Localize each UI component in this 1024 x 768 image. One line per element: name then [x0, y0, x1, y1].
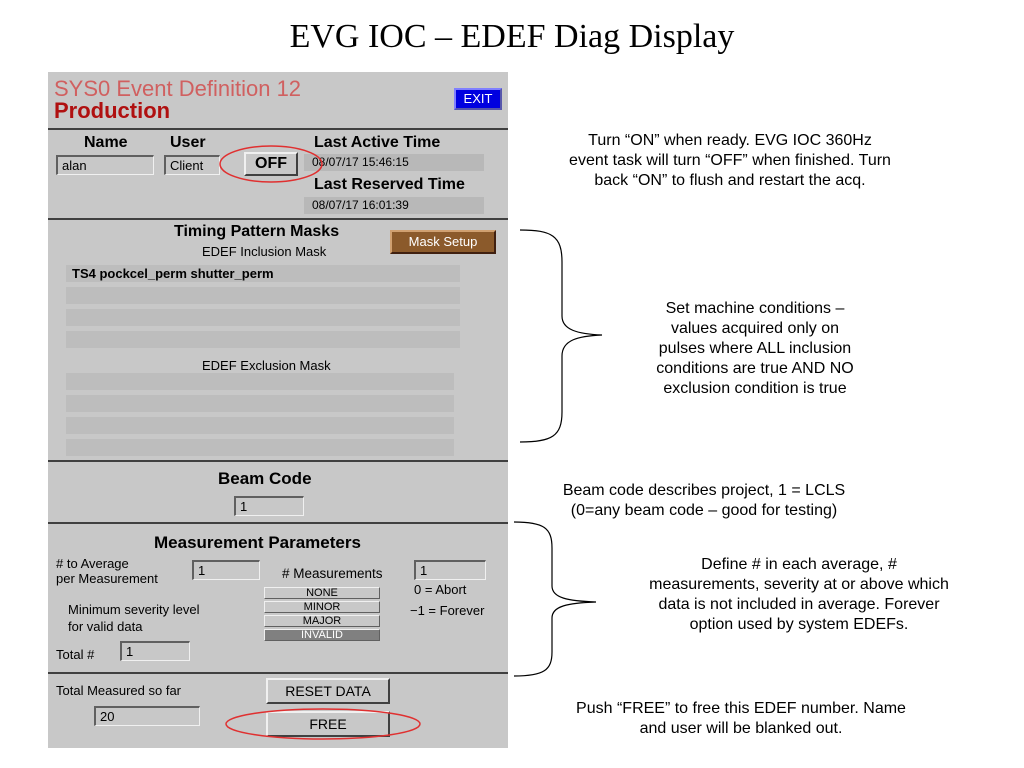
- annotation-line: option used by system EDEFs.: [689, 616, 909, 633]
- exclusion-mask-row: [66, 439, 454, 456]
- slide-title: EVG IOC – EDEF Diag Display: [289, 18, 735, 55]
- severity-selector[interactable]: NONE MINOR MAJOR INVALID: [264, 587, 380, 641]
- annotation-line: Turn “ON” when ready. EVG IOC 360Hz: [588, 132, 872, 149]
- exclusion-mask-label: EDEF Exclusion Mask: [202, 358, 331, 373]
- last-active-value: 08/07/17 15:46:15: [304, 154, 484, 171]
- panel-subtitle: Production: [54, 98, 171, 123]
- section-divider: [48, 218, 508, 220]
- annotation-line: conditions are true AND NO: [656, 360, 854, 377]
- user-header: User: [170, 134, 206, 151]
- severity-option-none[interactable]: NONE: [264, 587, 380, 599]
- section-divider: [48, 672, 508, 674]
- free-highlight-ellipse: [225, 708, 421, 740]
- annotation-line: (0=any beam code – good for testing): [570, 502, 838, 519]
- reset-data-button[interactable]: RESET DATA: [266, 678, 390, 704]
- severity-option-minor[interactable]: MINOR: [264, 601, 380, 613]
- inclusion-mask-row: TS4 pockcel_perm shutter_perm: [66, 265, 460, 282]
- annotation-line: values acquired only on: [670, 320, 840, 337]
- total-label: Total #: [56, 647, 95, 662]
- off-highlight-ellipse: [219, 145, 323, 183]
- off-toggle-button[interactable]: OFF: [244, 152, 298, 176]
- annotation-line: Set machine conditions –: [665, 300, 845, 317]
- panel-title: SYS0 Event Definition 12: [54, 76, 302, 101]
- measurements-field[interactable]: 1: [414, 560, 486, 580]
- annotation-line: pulses where ALL inclusion: [658, 340, 852, 357]
- last-reserved-label: Last Reserved Time: [314, 176, 465, 193]
- to-average-label-2: per Measurement: [56, 571, 158, 586]
- severity-option-invalid[interactable]: INVALID: [264, 629, 380, 641]
- last-reserved-value: 08/07/17 16:01:39: [304, 197, 484, 214]
- forever-note: −1 = Forever: [410, 603, 485, 618]
- annotation-line: back “ON” to flush and restart the acq.: [594, 172, 866, 189]
- last-active-label: Last Active Time: [314, 134, 441, 151]
- masks-title: Timing Pattern Masks: [174, 223, 340, 240]
- severity-label: Minimum severity level: [68, 602, 200, 617]
- measurements-label: # Measurements: [282, 566, 383, 581]
- annotation-line: and user will be blanked out.: [639, 720, 843, 737]
- beam-annotation: Beam code describes project, 1 = LCLS (0…: [516, 481, 892, 521]
- exclusion-mask-row: [66, 395, 454, 412]
- measurement-brace: [513, 521, 597, 677]
- annotation-line: measurements, severity at or above which: [649, 576, 949, 593]
- name-field[interactable]: alan: [56, 155, 154, 175]
- inclusion-mask-row: [66, 309, 460, 326]
- edef-diag-panel: SYS0 Event Definition 12 Production EXIT…: [48, 72, 508, 748]
- annotation-line: exclusion condition is true: [663, 380, 847, 397]
- measurement-annotation: Define # in each average, # measurements…: [600, 555, 998, 635]
- mask-setup-button[interactable]: Mask Setup: [390, 230, 496, 254]
- severity-label-2: for valid data: [68, 619, 143, 634]
- total-measured-label: Total Measured so far: [56, 683, 182, 698]
- severity-option-major[interactable]: MAJOR: [264, 615, 380, 627]
- mask-annotation: Set machine conditions – values acquired…: [616, 299, 894, 399]
- inclusion-mask-row: [66, 287, 460, 304]
- section-divider: [48, 522, 508, 524]
- measurement-parameters-title: Measurement Parameters: [154, 533, 361, 552]
- annotation-line: Push “FREE” to free this EDEF number. Na…: [576, 700, 906, 717]
- exclusion-mask-row: [66, 373, 454, 390]
- to-average-label: # to Average: [56, 556, 129, 571]
- exclusion-mask-row: [66, 417, 454, 434]
- total-measured-field: 20: [94, 706, 200, 726]
- total-field[interactable]: 1: [120, 641, 190, 661]
- abort-note: 0 = Abort: [414, 582, 467, 597]
- annotation-line: event task will turn “OFF” when finished…: [569, 152, 891, 169]
- annotation-line: Define # in each average, #: [701, 556, 897, 573]
- free-button[interactable]: FREE: [266, 711, 390, 737]
- annotation-line: data is not included in average. Forever: [658, 596, 940, 613]
- inclusion-mask-label: EDEF Inclusion Mask: [202, 244, 327, 259]
- mask-brace: [519, 229, 603, 443]
- toggle-annotation: Turn “ON” when ready. EVG IOC 360Hz even…: [520, 131, 940, 191]
- name-header: Name: [84, 134, 128, 151]
- to-average-field[interactable]: 1: [192, 560, 260, 580]
- beam-code-label: Beam Code: [218, 469, 312, 488]
- free-annotation: Push “FREE” to free this EDEF number. Na…: [522, 699, 960, 739]
- section-divider: [48, 128, 508, 130]
- annotation-line: Beam code describes project, 1 = LCLS: [562, 482, 846, 499]
- inclusion-mask-row: [66, 331, 460, 348]
- section-divider: [48, 460, 508, 462]
- exit-button[interactable]: EXIT: [454, 88, 502, 110]
- beam-code-field[interactable]: 1: [234, 496, 304, 516]
